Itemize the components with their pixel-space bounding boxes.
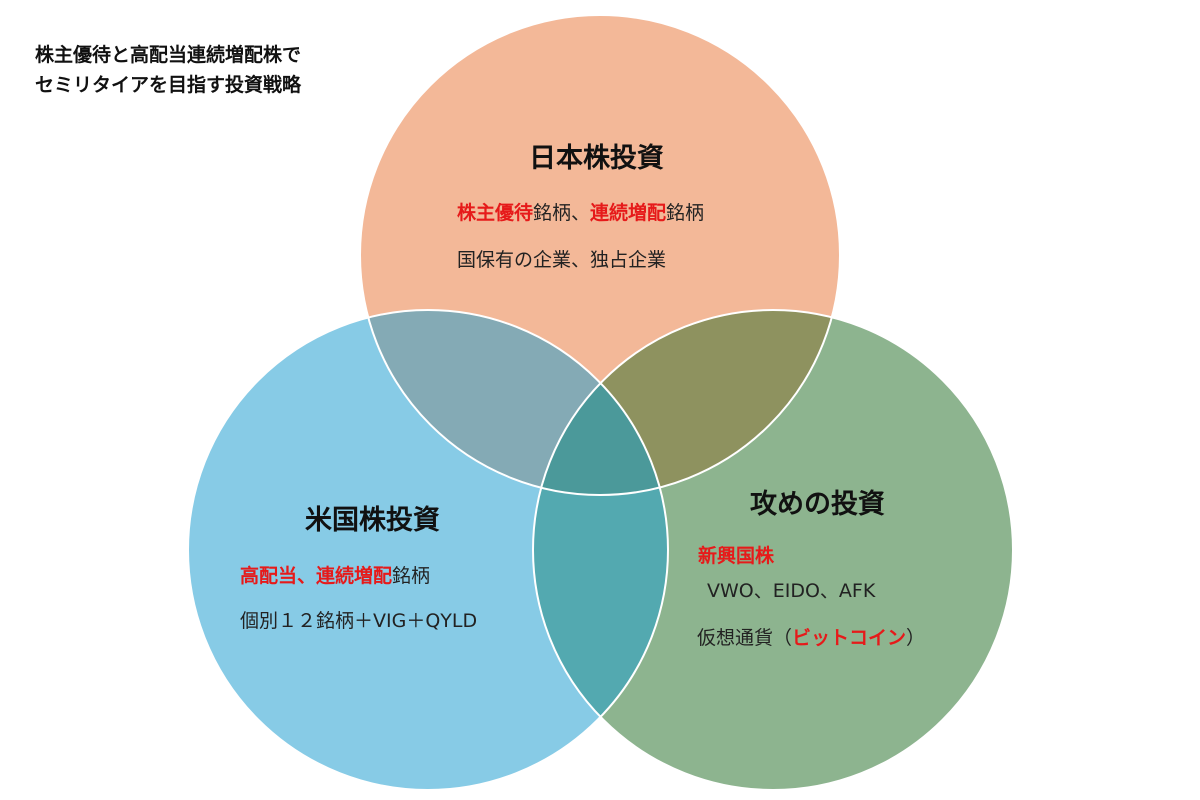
page-title: 株主優待と高配当連続増配株で セミリタイアを目指す投資戦略	[35, 40, 301, 100]
offense-heading: 攻めの投資	[750, 489, 885, 520]
offense-highlight-bitcoin: ビットコイン	[792, 627, 907, 649]
overlap-japan-us	[360, 310, 668, 495]
circle-us-outline	[187, 309, 669, 791]
offense-text-close-paren: ）	[906, 627, 926, 649]
page-title-line-2: セミリタイアを目指す投資戦略	[35, 74, 302, 96]
us-text-meigara: 銘柄	[392, 565, 431, 587]
japan-line-2: 国保有の企業、独占企業	[457, 249, 667, 271]
us-line-2: 個別１２銘柄＋VIG＋QYLD	[240, 610, 478, 632]
japan-highlight-yutai: 株主優待	[457, 202, 534, 224]
us-heading: 米国株投資	[305, 505, 440, 536]
japan-heading: 日本株投資	[529, 143, 664, 174]
japan-highlight-zouhai: 連続増配	[590, 202, 667, 224]
offense-text-crypto: 仮想通貨（	[697, 627, 793, 649]
offense-highlight-emerging: 新興国株	[698, 545, 775, 567]
circle-offense-outline	[532, 309, 1014, 791]
offense-line-3: 仮想通貨（ビットコイン）	[697, 623, 925, 650]
us-highlight-dividend: 高配当、連続増配	[240, 565, 393, 587]
japan-text-meigara-2: 銘柄	[666, 202, 705, 224]
page-title-line-1: 株主優待と高配当連続増配株で	[35, 44, 302, 66]
us-line-1: 高配当、連続増配銘柄	[240, 561, 430, 588]
japan-text-meigara-1: 銘柄、	[533, 202, 591, 224]
japan-line-1: 株主優待銘柄、連続増配銘柄	[457, 198, 704, 225]
circle-japan-outline	[359, 14, 841, 496]
offense-line-etf: VWO、EIDO、AFK	[707, 580, 876, 602]
overlap-japan-offense	[533, 310, 840, 495]
